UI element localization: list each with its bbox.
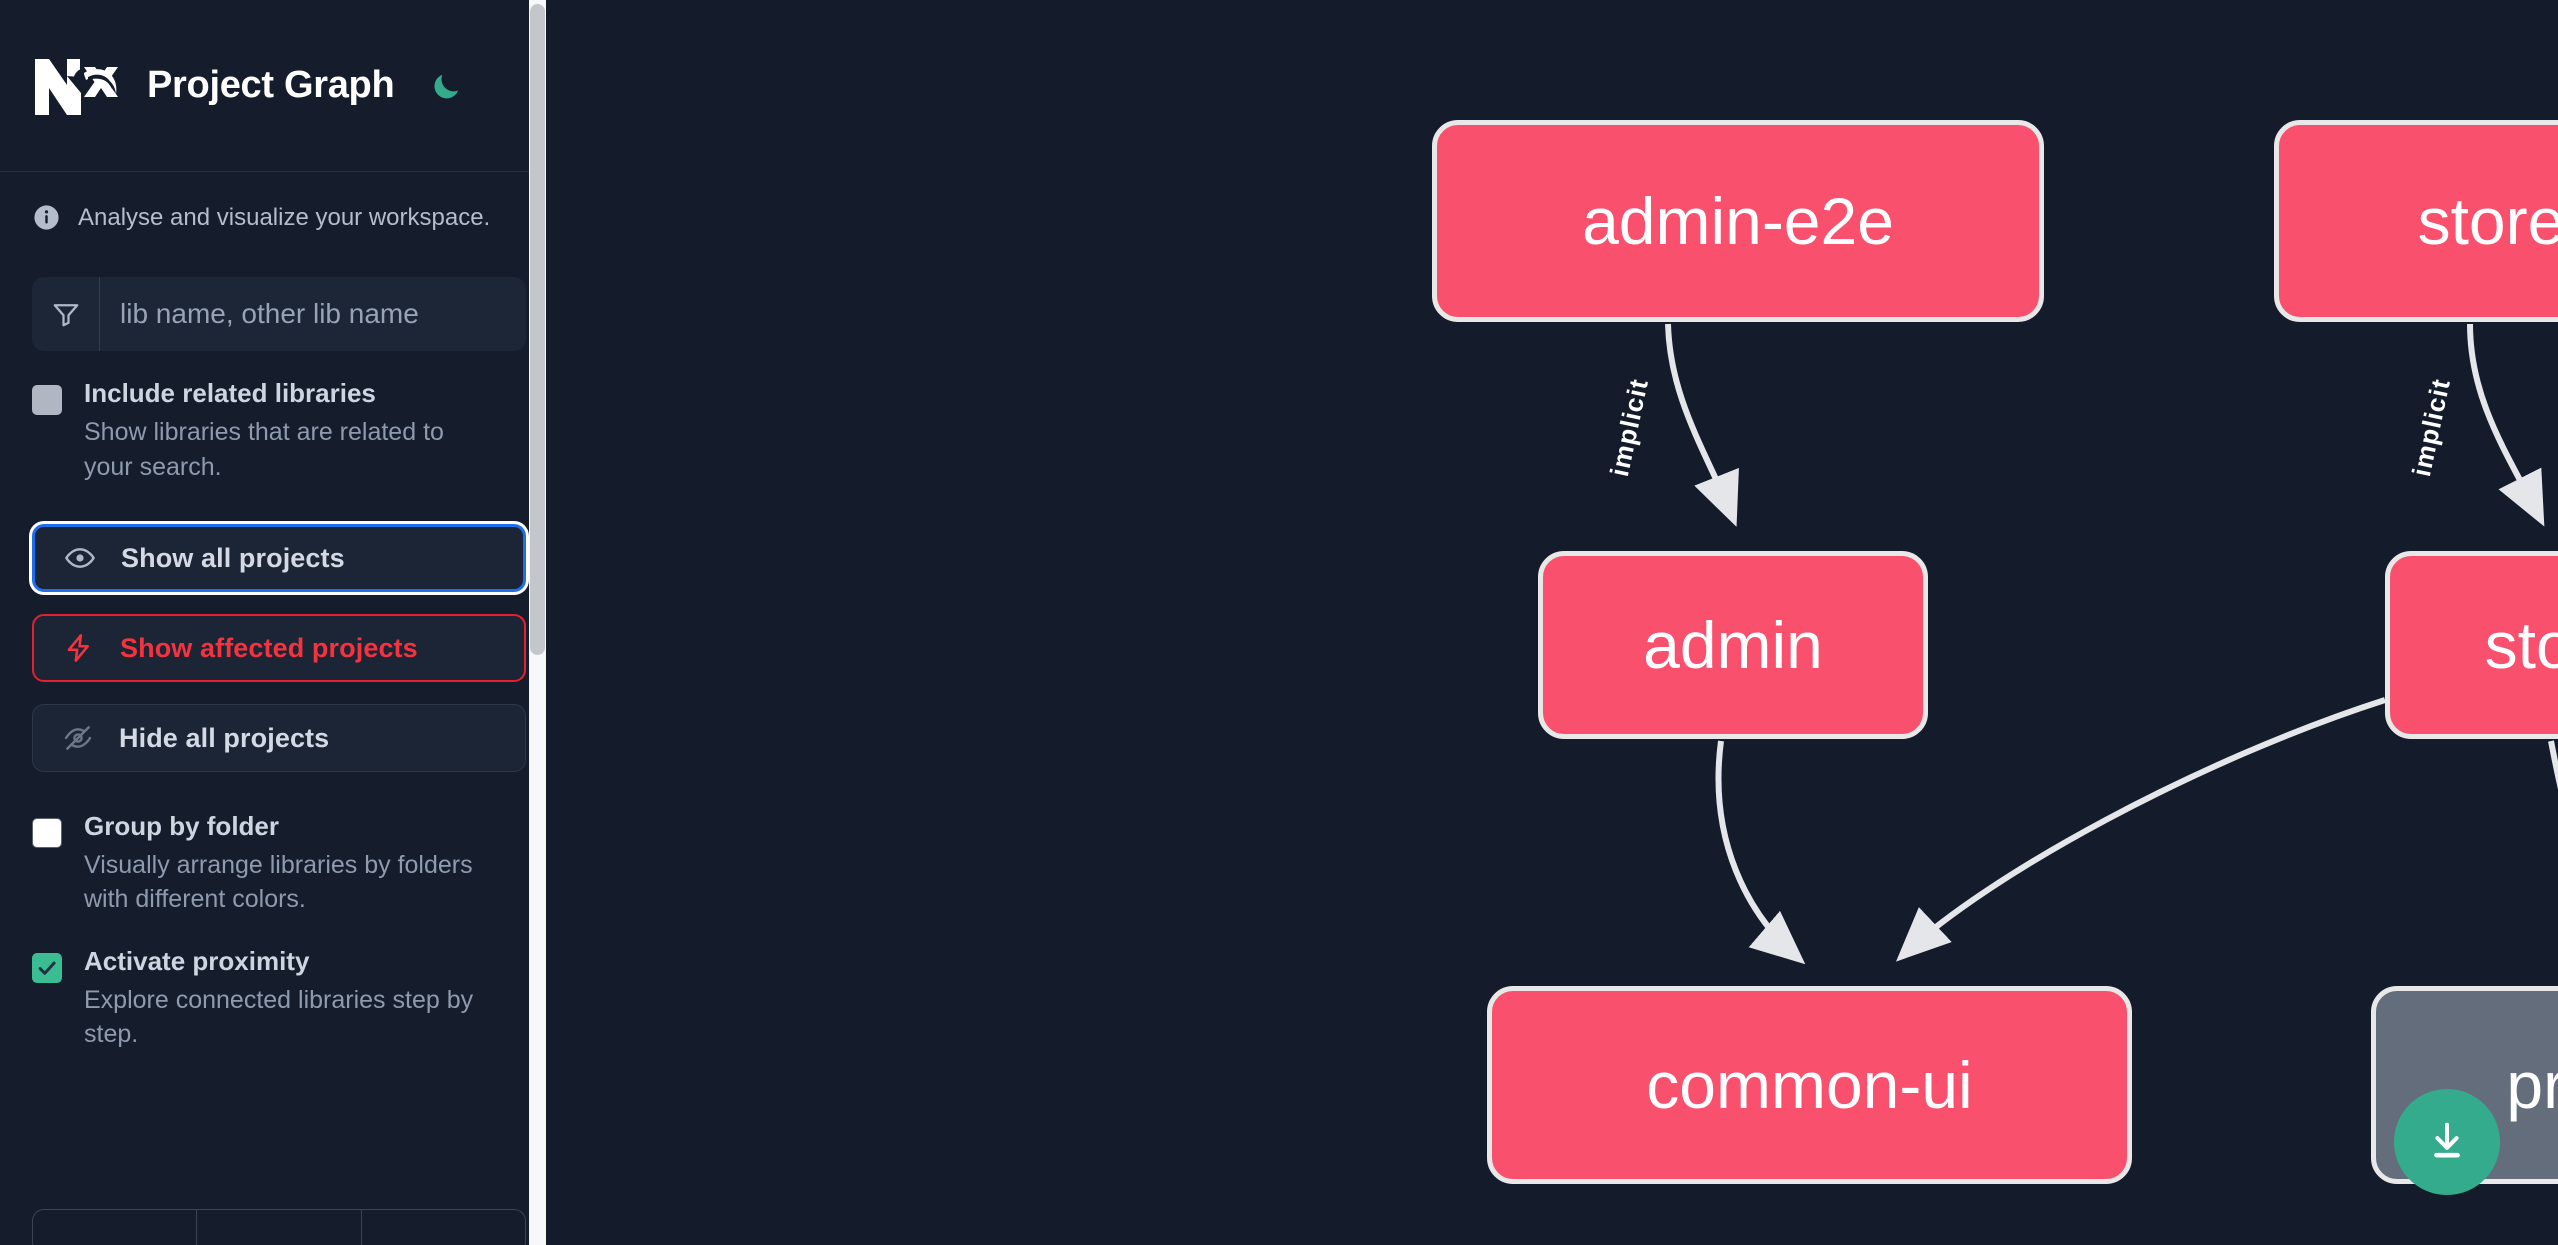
edge-admin-e2e-admin: [1665, 323, 1739, 527]
sidebar-scrollbar-thumb[interactable]: [530, 4, 545, 655]
search-box[interactable]: [32, 277, 526, 352]
graph-node-label: products: [2506, 1048, 2558, 1122]
sidebar-edge: [546, 0, 558, 1245]
segment-2[interactable]: [197, 1210, 362, 1245]
graph-node-store[interactable]: store: [2385, 551, 2558, 739]
sidebar: Project Graph Analyse and visualize your…: [0, 0, 558, 1245]
filter-icon: [32, 277, 100, 352]
sidebar-header: Project Graph: [0, 0, 558, 172]
graph-node-admin[interactable]: admin: [1538, 551, 1928, 739]
graph-node-label: admin-e2e: [1582, 184, 1894, 258]
show-all-projects-label: Show all projects: [121, 542, 345, 573]
edge-admin-common-ui: [1715, 740, 1806, 965]
edge-store-products: [2548, 740, 2558, 790]
segment-1[interactable]: [33, 1210, 198, 1245]
activate-proximity-row[interactable]: Activate proximity Explore connected lib…: [0, 917, 558, 1052]
check-icon: [38, 961, 56, 975]
graph-node-label: admin: [1643, 608, 1823, 682]
download-graph-button[interactable]: [2394, 1089, 2500, 1195]
graph-node-label: common-ui: [1646, 1048, 1973, 1122]
info-icon: [32, 203, 61, 232]
show-all-projects-button[interactable]: Show all projects: [32, 524, 526, 593]
edge-store-common-ui: [1896, 697, 2386, 962]
hide-all-projects-button[interactable]: Hide all projects: [32, 704, 526, 773]
show-affected-projects-button[interactable]: Show affected projects: [32, 614, 526, 683]
workspace-info: Analyse and visualize your workspace.: [0, 172, 558, 233]
include-related-libraries-row[interactable]: Include related libraries Show libraries…: [0, 351, 558, 484]
lightning-icon: [62, 631, 96, 665]
proximity-step-segmented-control[interactable]: [32, 1209, 526, 1245]
activate-proximity-description: Explore connected libraries step by step…: [84, 985, 474, 1049]
search-input[interactable]: [100, 277, 526, 352]
include-related-libraries-label: Include related libraries: [84, 378, 376, 409]
edge-store-e2e-store: [2467, 323, 2545, 527]
project-graph-canvas[interactable]: admin-e2e store-e2e admin store common-u…: [558, 0, 2558, 1245]
segment-3[interactable]: [362, 1210, 525, 1245]
graph-node-store-e2e[interactable]: store-e2e: [2274, 120, 2558, 322]
group-by-folder-checkbox[interactable]: [32, 818, 62, 849]
moon-icon[interactable]: [424, 64, 468, 108]
activate-proximity-checkbox[interactable]: [32, 952, 62, 983]
include-related-libraries-checkbox[interactable]: [32, 385, 62, 416]
sidebar-scrollbar[interactable]: [529, 0, 546, 1245]
workspace-info-text: Analyse and visualize your workspace.: [78, 204, 491, 231]
hide-all-projects-label: Hide all projects: [119, 722, 330, 753]
activate-proximity-label: Activate proximity: [84, 945, 310, 976]
search-section: [0, 233, 558, 352]
nx-logo: [32, 53, 120, 119]
graph-edges: [1665, 323, 2558, 965]
graph-node-label: store: [2484, 608, 2558, 682]
group-by-folder-description: Visually arrange libraries by folders wi…: [84, 850, 473, 914]
download-icon: [2424, 1118, 2470, 1167]
graph-node-label: store-e2e: [2417, 184, 2558, 258]
show-affected-projects-label: Show affected projects: [120, 632, 418, 663]
page-title: Project Graph: [147, 64, 395, 106]
eye-icon: [63, 541, 97, 575]
graph-node-common-ui[interactable]: common-ui: [1487, 986, 2132, 1184]
eye-off-icon: [61, 721, 95, 755]
group-by-folder-label: Group by folder: [84, 811, 279, 842]
group-by-folder-row[interactable]: Group by folder Visually arrange librari…: [0, 772, 558, 917]
include-related-libraries-description: Show libraries that are related to your …: [84, 418, 444, 481]
graph-node-admin-e2e[interactable]: admin-e2e: [1432, 120, 2044, 322]
project-visibility-buttons: Show all projects Show affected projects: [0, 484, 558, 773]
